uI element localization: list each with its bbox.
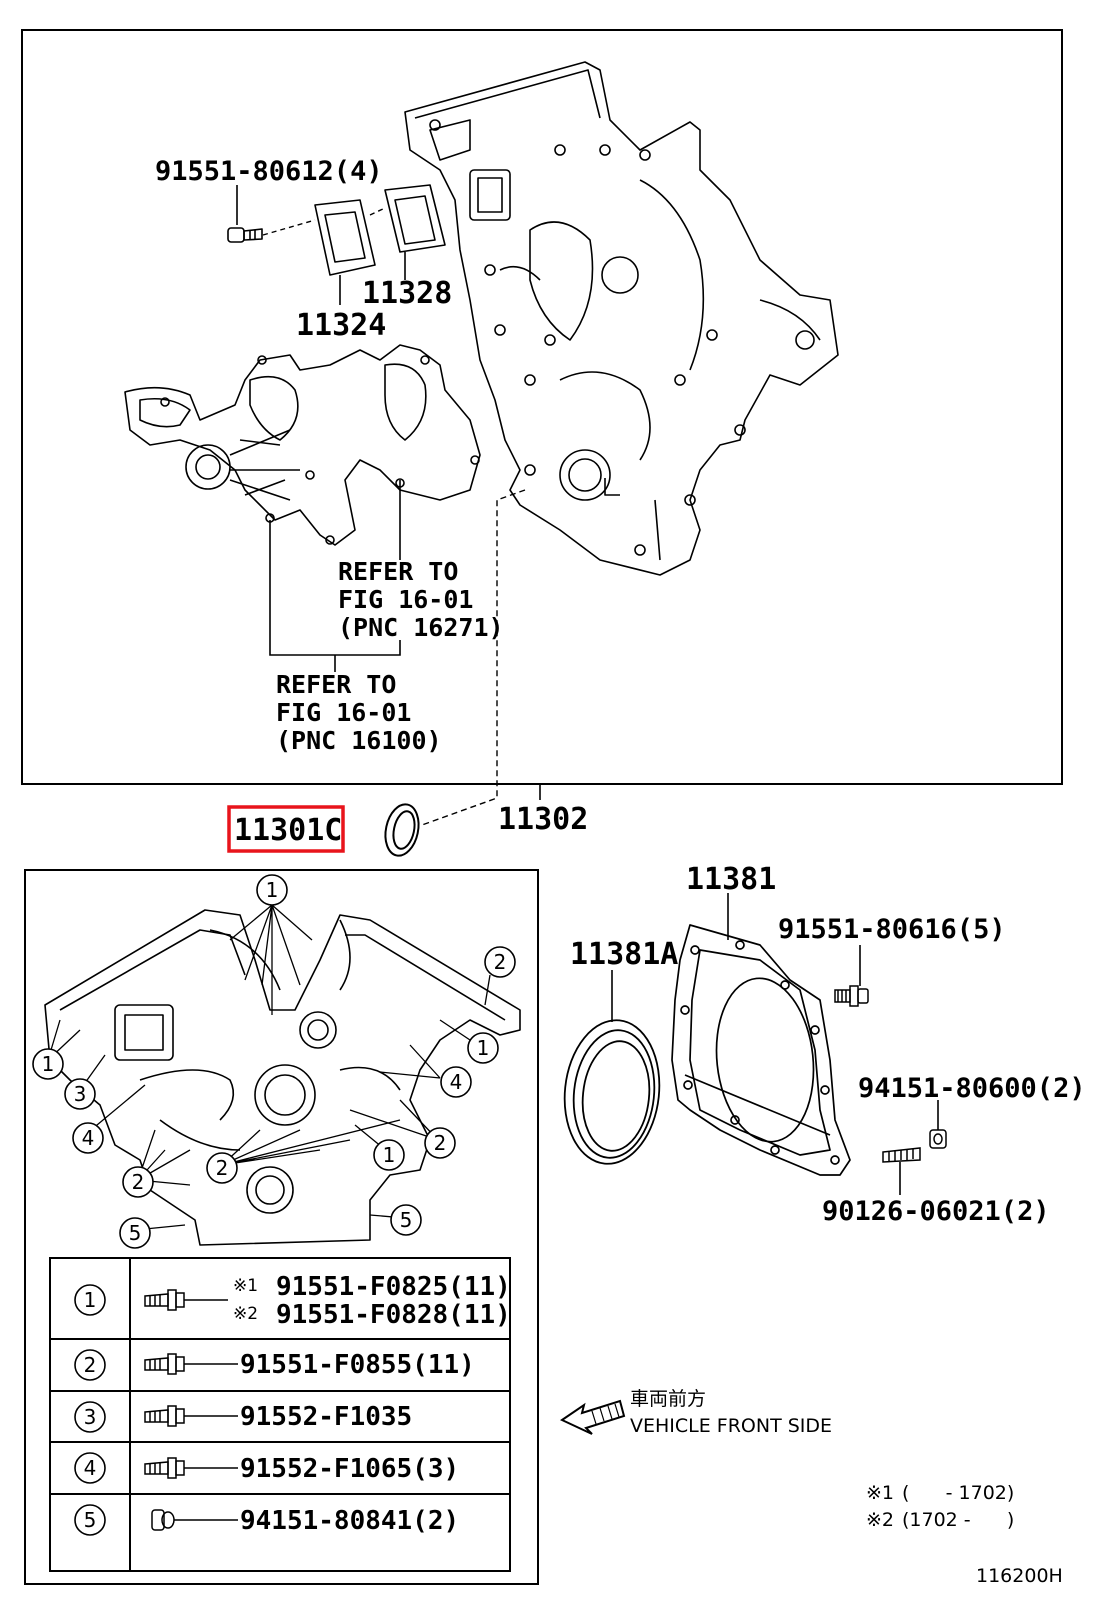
legend-num-2: 2: [84, 1353, 97, 1377]
front-label-en: VEHICLE FRONT SIDE: [630, 1415, 832, 1437]
bolt-icon: [144, 1289, 228, 1311]
legend-bolt-icons: [144, 1289, 238, 1531]
label-nut-right: 94151-80600(2): [858, 1073, 1086, 1104]
legend-2-part: 91551-F0855(11): [240, 1350, 475, 1380]
callout-circles: [32, 874, 516, 1249]
seal-ring-drawing: [384, 803, 420, 857]
note1-text: ( - 1702): [902, 1482, 1014, 1504]
refer1-line3: (PNC 16271): [338, 613, 504, 642]
label-bolt-right: 91551-80616(5): [778, 914, 1006, 945]
bolt-icon: [144, 1457, 238, 1479]
callout-1-top: 1: [266, 878, 279, 902]
legend-num-1: 1: [84, 1288, 97, 1312]
callout-2-center: 2: [216, 1156, 229, 1180]
legend-4-part: 91552-F1065(3): [240, 1454, 459, 1484]
label-bolt-top: 91551-80612(4): [155, 156, 383, 187]
cover-leader-dash: [421, 489, 526, 826]
callout-2-left: 2: [132, 1170, 145, 1194]
lower-left-frame: [24, 869, 539, 1585]
refer1-line2: FIG 16-01: [338, 585, 473, 614]
callout-4-left: 4: [82, 1126, 95, 1150]
note2-text: (1702 - ): [902, 1509, 1014, 1531]
callout-2-right: 2: [434, 1131, 447, 1155]
label-seal-11301c[interactable]: 11301C: [234, 813, 342, 848]
legend-3-part: 91552-F1035: [240, 1402, 412, 1432]
plate-leader-dash: [369, 207, 386, 216]
legend-num-5: 5: [84, 1508, 97, 1532]
legend-5-part: 94151-80841(2): [240, 1506, 459, 1536]
water-pump-drawing: [124, 344, 481, 546]
oil-seal-drawing: [563, 1019, 661, 1165]
upper-frame: [21, 29, 1063, 785]
note2-mark: ※2: [866, 1509, 894, 1531]
stud-nut-drawing: [882, 1129, 947, 1163]
plate-drawing: [227, 184, 446, 276]
highlight-box[interactable]: [227, 805, 345, 853]
refer1-line1: REFER TO: [338, 557, 458, 586]
callout-2-topright: 2: [494, 950, 507, 974]
callout-5-left: 5: [129, 1221, 142, 1245]
legend-number-circles: [74, 1284, 106, 1536]
legend-1-mark1: ※1: [233, 1276, 258, 1296]
callout-3-left: 3: [74, 1082, 87, 1106]
front-arrow-icon: [559, 1399, 626, 1435]
bolt-right-drawing: [834, 985, 869, 1007]
legend-1-part1: 91551-F0825(11): [276, 1272, 511, 1302]
cover-bolt-layout-drawing: [44, 909, 521, 1246]
bolt-leader-dash: [262, 219, 316, 236]
front-label-jp: 車両前方: [630, 1388, 706, 1410]
nut-icon: [151, 1509, 238, 1531]
lower-right-leaders: [611, 893, 939, 1195]
callout-1-left: 1: [42, 1052, 55, 1076]
callout-5-right: 5: [400, 1208, 413, 1232]
timing-cover-drawing: [404, 61, 839, 576]
legend-num-3: 3: [84, 1405, 97, 1429]
label-gasket-11328: 11328: [362, 276, 452, 311]
refer2-line1: REFER TO: [276, 670, 396, 699]
bolt-icon: [144, 1405, 238, 1427]
label-retainer-11381: 11381: [686, 862, 776, 897]
bolt-legend-table: [49, 1257, 511, 1572]
retainer-drawing: [671, 924, 851, 1176]
label-stud-right: 90126-06021(2): [822, 1196, 1050, 1227]
refer2-line3: (PNC 16100): [276, 726, 442, 755]
refer2-line2: FIG 16-01: [276, 698, 411, 727]
label-cover-11302: 11302: [498, 802, 588, 837]
upper-leaders: [236, 185, 541, 800]
bolt-icon: [144, 1353, 238, 1375]
note1-mark: ※1: [866, 1482, 894, 1504]
callout-leaders: [47, 904, 491, 1231]
figure-code: 116200H: [976, 1565, 1063, 1587]
callout-1-center: 1: [383, 1143, 396, 1167]
callout-1-right: 1: [477, 1036, 490, 1060]
legend-num-4: 4: [84, 1456, 97, 1480]
label-plate-11324: 11324: [296, 308, 386, 343]
callout-4-right: 4: [450, 1070, 463, 1094]
legend-1-part2: 91551-F0828(11): [276, 1300, 511, 1330]
legend-1-mark2: ※2: [233, 1304, 258, 1324]
label-oilseal-11381a: 11381A: [570, 937, 678, 972]
